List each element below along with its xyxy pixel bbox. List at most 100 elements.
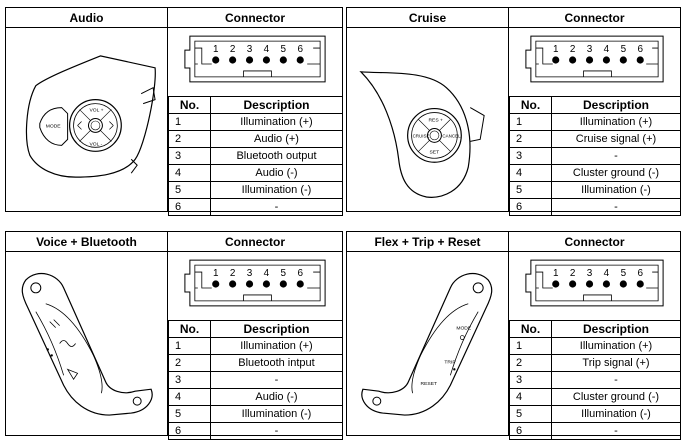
device-label: MODE — [456, 326, 472, 332]
pin-number: 2 — [509, 354, 552, 372]
pin-description: - — [551, 422, 681, 440]
pin-number: 5 — [168, 181, 211, 199]
connector-header: Connector — [168, 8, 342, 28]
pin-description: - — [551, 147, 681, 165]
pin-5: 5 — [619, 268, 627, 288]
svg-text:5: 5 — [281, 44, 287, 55]
pin-1: 1 — [212, 44, 220, 64]
device-label: CRUISE — [413, 133, 430, 138]
pin-number: 6 — [168, 422, 211, 440]
pin-description: Illumination (-) — [551, 405, 681, 423]
device-label: VOL + — [89, 108, 103, 114]
pin-number: 1 — [509, 337, 552, 355]
pin-5: 5 — [619, 44, 627, 64]
pin-description: Illumination (-) — [210, 405, 343, 423]
svg-text:4: 4 — [604, 44, 610, 55]
pin-number: 6 — [509, 198, 552, 216]
connector-diagram: 1 2 3 4 5 6 — [509, 252, 680, 320]
svg-text:3: 3 — [247, 44, 253, 55]
device-label: VOL - — [89, 141, 102, 147]
svg-text:2: 2 — [570, 268, 576, 279]
connector-diagram: 1 2 3 4 5 6 — [168, 28, 342, 96]
pin-description: Bluetooth output — [210, 147, 343, 165]
pin-number: 6 — [509, 422, 552, 440]
svg-text:6: 6 — [637, 268, 643, 279]
pin-description: Audio (-) — [210, 388, 343, 406]
device-label: RES + — [428, 117, 443, 123]
description-header: Description — [551, 96, 681, 114]
connector-diagram: 1 2 3 4 5 6 — [168, 252, 342, 320]
pin-number: 3 — [168, 371, 211, 389]
pin-2: 2 — [569, 44, 577, 64]
connector-diagram: 1 2 3 4 5 6 — [509, 28, 680, 96]
voice-bluetooth-panel: Voice + Bluetooth Connector 1 2 3 4 5 — [5, 231, 343, 440]
pin-4: 4 — [602, 268, 611, 288]
panel-title: Cruise — [347, 8, 509, 28]
pin-description: - — [210, 422, 343, 440]
pin-number: 1 — [168, 113, 211, 131]
table-row: 6- — [168, 422, 343, 440]
table-header-row: No.Description — [168, 96, 343, 114]
pin-description: - — [551, 371, 681, 389]
pin-3: 3 — [245, 268, 254, 288]
pin-number: 3 — [509, 147, 552, 165]
voice-bluetooth-switch-illustration — [6, 252, 168, 435]
pin-description: - — [210, 371, 343, 389]
device-label: SET — [429, 149, 439, 155]
pin-1: 1 — [552, 268, 560, 288]
pin-number: 2 — [168, 354, 211, 372]
pin-number: 4 — [509, 388, 552, 406]
svg-text:3: 3 — [247, 268, 253, 279]
pin-6: 6 — [636, 44, 644, 64]
svg-text:2: 2 — [230, 44, 236, 55]
pin-description: Illumination (-) — [210, 181, 343, 199]
svg-text:4: 4 — [264, 268, 270, 279]
table-row: 3- — [168, 371, 343, 389]
pin-5: 5 — [279, 44, 287, 64]
svg-text:3: 3 — [587, 44, 593, 55]
pin-number: 6 — [168, 198, 211, 216]
svg-text:6: 6 — [297, 44, 303, 55]
flex-trip-reset-switch-illustration: MODE TRIP RESET — [347, 252, 509, 435]
pin-2: 2 — [229, 44, 237, 64]
description-header: Description — [210, 96, 343, 114]
pin-6: 6 — [636, 268, 644, 288]
svg-text:1: 1 — [553, 268, 559, 279]
no-header: No. — [168, 320, 211, 338]
pin-1: 1 — [212, 268, 220, 288]
device-label: TRIP — [444, 359, 456, 365]
panel-title: Flex + Trip + Reset — [347, 232, 509, 252]
svg-text:1: 1 — [213, 44, 219, 55]
pin-3: 3 — [585, 44, 594, 64]
pin-description: Illumination (+) — [551, 337, 681, 355]
svg-text:4: 4 — [264, 44, 270, 55]
pin-description: Illumination (+) — [551, 113, 681, 131]
pin-number: 4 — [509, 164, 552, 182]
table-header-row: No.Description — [509, 96, 681, 114]
pin-2: 2 — [569, 268, 577, 288]
panel-title: Voice + Bluetooth — [6, 232, 168, 252]
table-row: 3- — [509, 147, 681, 165]
pin-description: Cruise signal (+) — [551, 130, 681, 148]
connector-header: Connector — [168, 232, 342, 252]
pin-6: 6 — [296, 44, 304, 64]
pin-4: 4 — [602, 44, 611, 64]
pin-2: 2 — [229, 268, 237, 288]
pin-number: 5 — [509, 405, 552, 423]
description-header: Description — [210, 320, 343, 338]
svg-text:1: 1 — [213, 268, 219, 279]
